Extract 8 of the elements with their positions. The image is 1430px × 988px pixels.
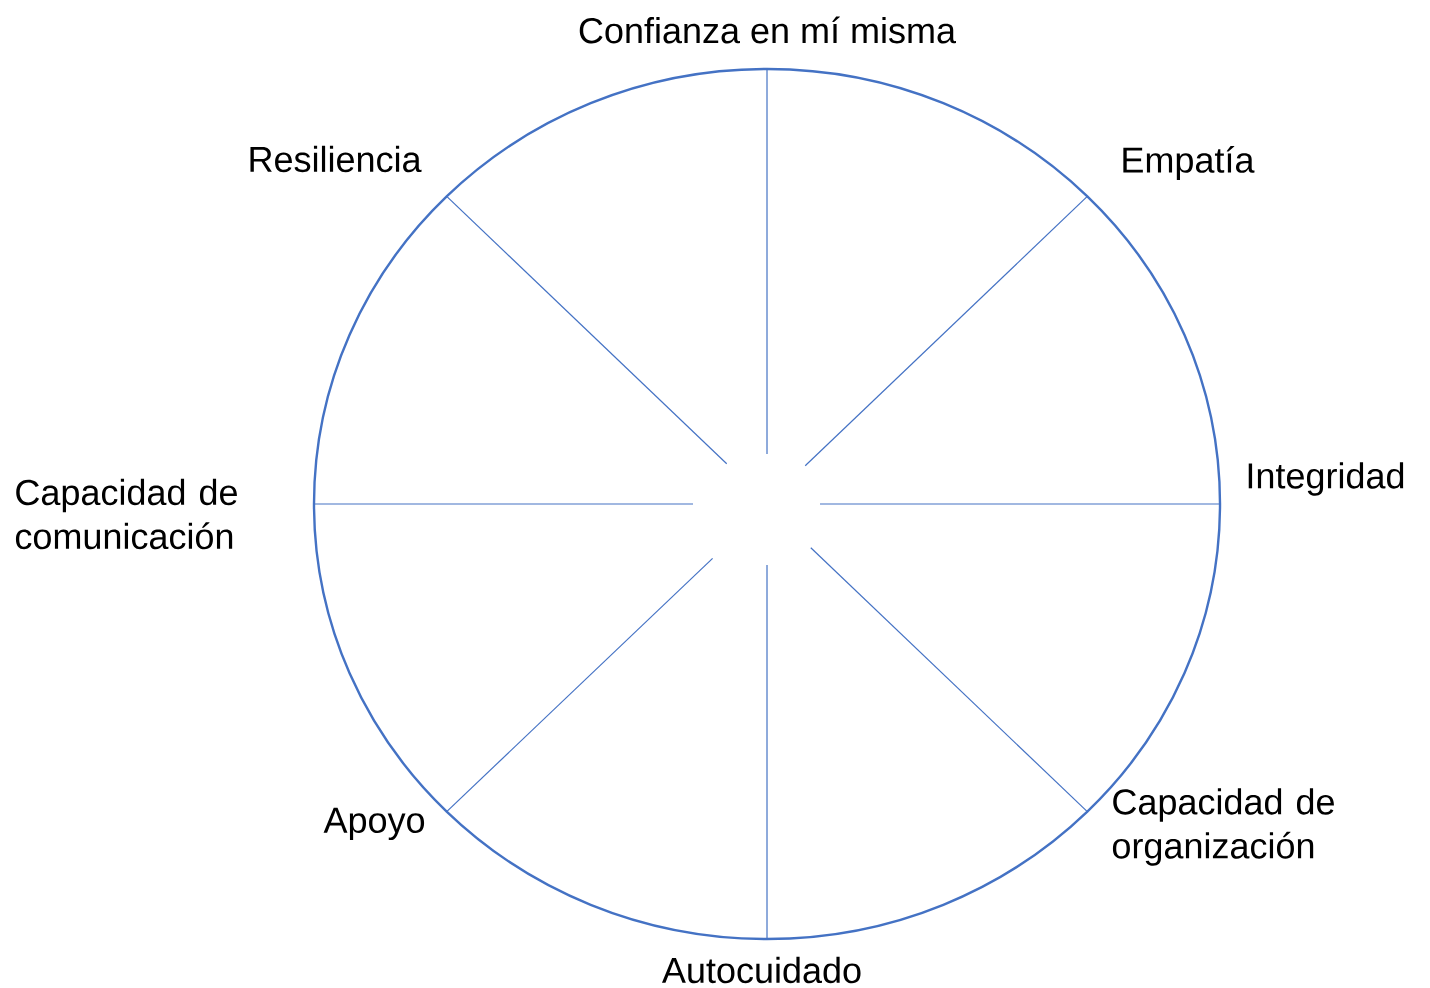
category-label: Integridad (1248, 462, 1404, 496)
category-label: Autocuidado (662, 956, 861, 984)
category-label: Capacidad de comunicación (15, 478, 237, 550)
category-label: Resiliencia (250, 145, 422, 173)
category-label: Capacidad de organización (1112, 788, 1334, 866)
category-label: Apoyo (323, 807, 425, 841)
category-label: Confianza en mí misma (579, 16, 956, 44)
category-label: Empatía (1123, 146, 1255, 180)
